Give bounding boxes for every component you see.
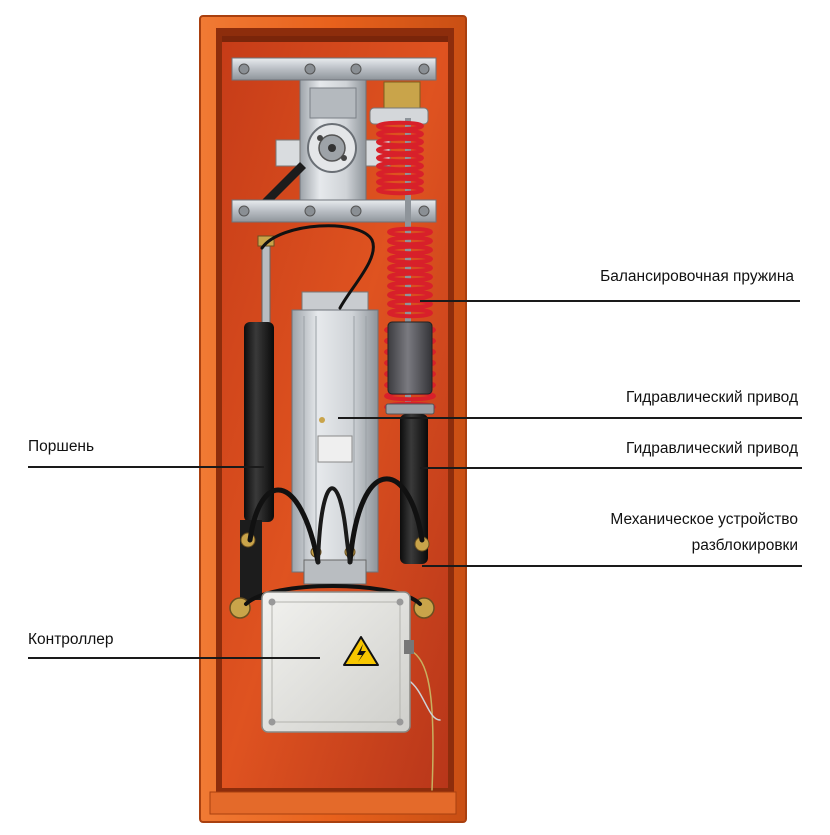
spring-coil (387, 271, 433, 283)
label-unlock-device-line1: Механическое устройство (610, 511, 798, 528)
label-hydraulic-drive-2: Гидравлический привод (626, 440, 798, 457)
spring-coil (387, 280, 433, 292)
leader-hydraulic-drive-2 (420, 467, 802, 469)
warning-triangle-icon (343, 636, 379, 666)
top-mounting-plate (231, 57, 437, 81)
spring-coil (387, 235, 433, 247)
leader-hydraulic-drive-1 (338, 417, 802, 419)
hydraulic-unit (291, 291, 379, 585)
spring-coil (376, 184, 424, 196)
middle-mounting-plate (231, 199, 437, 223)
balancing-spring (376, 118, 436, 418)
spring-coil (387, 226, 433, 238)
label-controller: Контроллер (28, 631, 114, 648)
leader-unlock-device (422, 565, 802, 567)
spring-coil (387, 289, 433, 301)
label-hydraulic-drive-1: Гидравлический привод (626, 389, 798, 406)
leader-controller (28, 657, 320, 659)
spring-coil (387, 262, 433, 274)
label-unlock-device-line2: разблокировки (691, 537, 798, 554)
controller-box (261, 591, 414, 733)
spring-coil (387, 253, 433, 265)
label-piston: Поршень (28, 438, 95, 455)
piston-cylinder (229, 235, 275, 619)
spring-top-mount (369, 81, 429, 125)
leader-balancing-spring (420, 300, 800, 302)
spring-coil (387, 307, 433, 319)
spring-coil (387, 244, 433, 256)
gear-mechanism (262, 79, 391, 204)
spring-coil (387, 298, 433, 310)
leader-piston (28, 466, 264, 468)
label-balancing-spring: Балансировочная пружина (600, 268, 794, 285)
